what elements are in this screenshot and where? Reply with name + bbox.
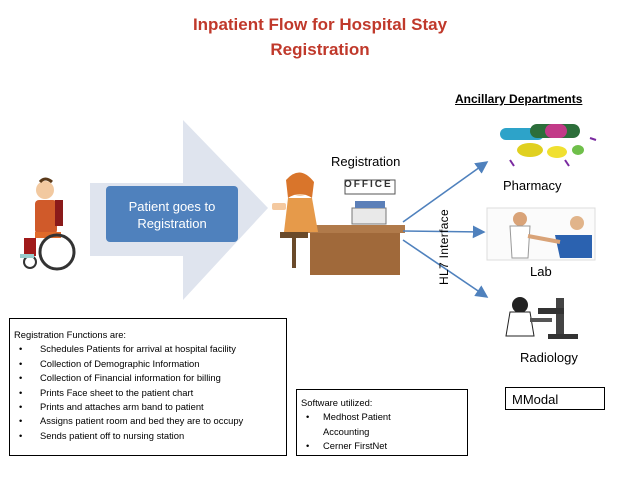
flow-arrow	[90, 120, 268, 300]
title-line1: Inpatient Flow for Hospital Stay	[192, 15, 448, 34]
functions-heading: Registration Functions are:	[14, 329, 127, 340]
wheelchair-patient-icon	[20, 177, 76, 271]
functions-item: Collection of Demographic Information	[14, 357, 282, 372]
ancillary-heading: Ancillary Departments	[455, 92, 583, 106]
functions-item: Schedules Patients for arrival at hospit…	[14, 342, 282, 357]
functions-item: Assigns patient room and bed they are to…	[14, 414, 282, 429]
doctor-patient-icon	[486, 207, 596, 261]
registration-functions-box: Registration Functions are: Schedules Pa…	[9, 318, 287, 456]
arrow-text: Patient goes to Registration	[128, 199, 216, 231]
mmodal-box: MModal	[505, 387, 605, 410]
functions-item: Prints and attaches arm band to patient	[14, 400, 282, 415]
software-heading: Software utilized:	[301, 397, 373, 408]
software-item: Medhost Patient Accounting	[301, 410, 419, 439]
page-title: Inpatient Flow for Hospital Stay Registr…	[160, 12, 480, 62]
receptionist-desk-icon	[272, 172, 405, 275]
functions-item: Collection of Financial information for …	[14, 371, 282, 386]
microscope-icon	[505, 297, 578, 339]
pharmacy-label: Pharmacy	[503, 178, 562, 193]
functions-list: Schedules Patients for arrival at hospit…	[14, 342, 282, 443]
lab-label: Lab	[530, 264, 552, 279]
radiology-label: Radiology	[520, 350, 578, 365]
software-list: Medhost Patient Accounting Cerner FirstN…	[301, 410, 463, 454]
connector-arrows	[402, 161, 489, 298]
functions-item: Sends patient off to nursing station	[14, 429, 282, 444]
functions-item: Prints Face sheet to the patient chart	[14, 386, 282, 401]
pills-icon	[500, 124, 597, 167]
software-item: Cerner FirstNet	[301, 439, 463, 454]
software-box: Software utilized: Medhost Patient Accou…	[296, 389, 468, 456]
hl7-interface-label: HL7 Interface	[437, 209, 451, 285]
office-sign: OFFICE	[344, 179, 393, 190]
title-line2: Registration	[270, 40, 370, 59]
registration-label: Registration	[331, 154, 401, 169]
